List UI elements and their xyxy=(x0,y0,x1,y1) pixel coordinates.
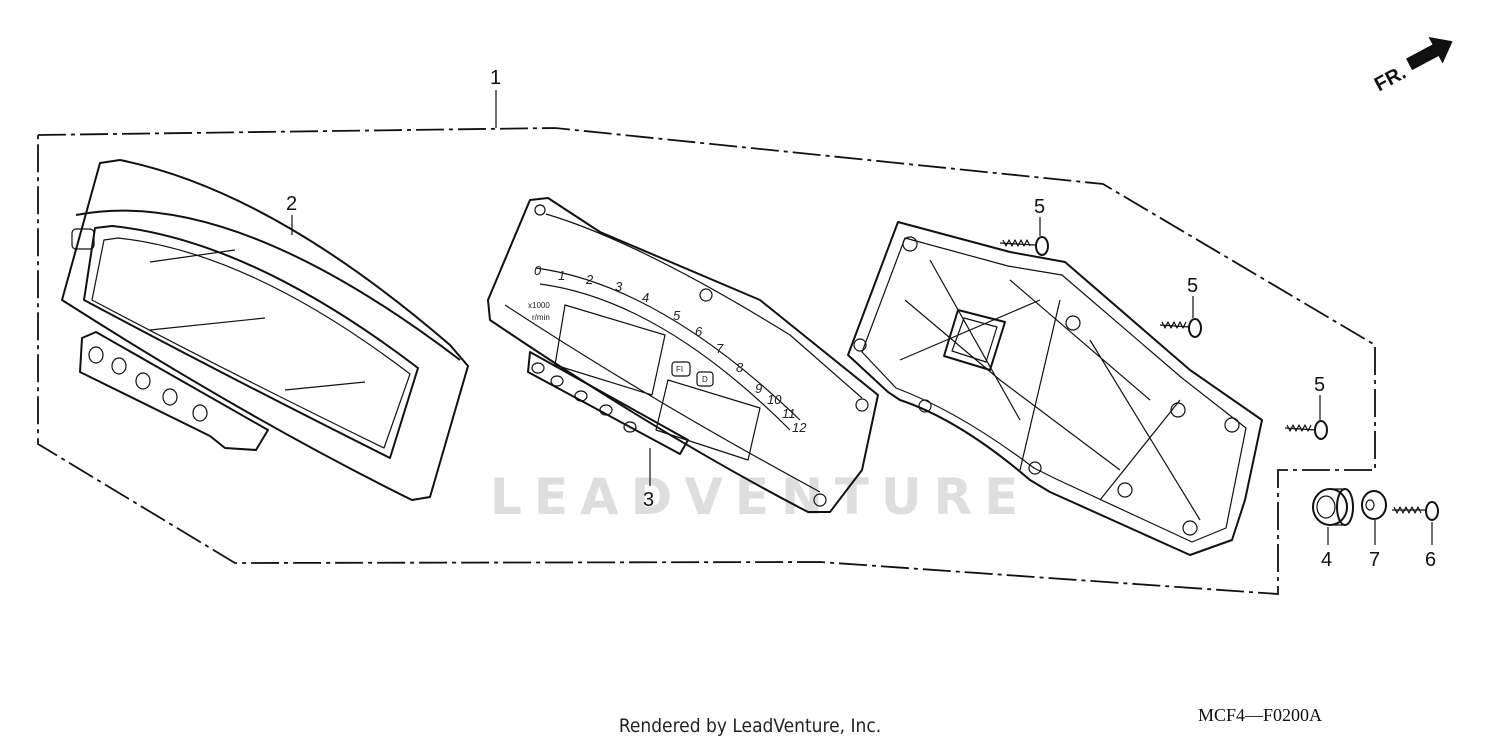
tick-12: 12 xyxy=(792,420,807,435)
screw-5c[interactable] xyxy=(1284,420,1328,440)
callout-7[interactable]: 7 xyxy=(1369,549,1380,571)
indicator-fi: FI xyxy=(676,365,683,374)
tick-2: 2 xyxy=(585,272,594,287)
part-meter-unit[interactable]: 0 1 2 3 4 5 6 7 8 9 10 11 12 x1000 r/min… xyxy=(487,197,879,513)
callout-5c[interactable]: 5 xyxy=(1314,374,1325,396)
tick-10: 10 xyxy=(767,392,782,407)
tick-5: 5 xyxy=(673,308,681,323)
scale-unit: r/min xyxy=(532,313,550,322)
callout-6[interactable]: 6 xyxy=(1425,549,1436,571)
diagram-code: MCF4—F0200A xyxy=(1197,705,1322,725)
part-meter-case[interactable] xyxy=(847,221,1263,556)
tick-0: 0 xyxy=(534,263,542,278)
part-screw-6[interactable] xyxy=(1392,501,1439,521)
tick-1: 1 xyxy=(558,268,565,283)
cover-holes xyxy=(88,346,208,422)
indicator-d: D xyxy=(702,375,708,384)
scale-label: x1000 xyxy=(528,301,550,310)
watermark: LEADVENTURE xyxy=(490,468,1030,526)
indicator-lamps xyxy=(531,362,637,433)
callout-5b[interactable]: 5 xyxy=(1187,275,1198,297)
tick-4: 4 xyxy=(642,290,649,305)
part-meter-cover[interactable] xyxy=(61,159,469,501)
tick-6: 6 xyxy=(695,324,703,339)
part-washer[interactable] xyxy=(1361,490,1387,520)
front-arrow-icon xyxy=(1406,37,1453,71)
tachometer-ticks: 0 1 2 3 4 5 6 7 8 9 10 11 12 xyxy=(534,263,807,435)
tick-11: 11 xyxy=(782,406,796,421)
tick-8: 8 xyxy=(736,360,744,375)
part-grommet[interactable] xyxy=(1312,488,1354,526)
callout-2[interactable]: 2 xyxy=(286,193,297,215)
tick-3: 3 xyxy=(615,279,623,294)
callout-3[interactable]: 3 xyxy=(643,489,654,511)
callout-4[interactable]: 4 xyxy=(1321,549,1332,571)
callout-1[interactable]: 1 xyxy=(490,67,501,89)
front-label: FR. xyxy=(1371,62,1410,97)
tick-7: 7 xyxy=(716,341,724,356)
screw-5a[interactable] xyxy=(999,236,1049,256)
screw-5b[interactable] xyxy=(1159,318,1202,338)
tick-9: 9 xyxy=(755,381,762,396)
callout-5a[interactable]: 5 xyxy=(1034,196,1045,218)
front-direction-indicator: FR. xyxy=(1371,37,1453,97)
footer-credit: Rendered by LeadVenture, Inc. xyxy=(618,715,882,737)
assembly-boundary xyxy=(37,127,1376,595)
